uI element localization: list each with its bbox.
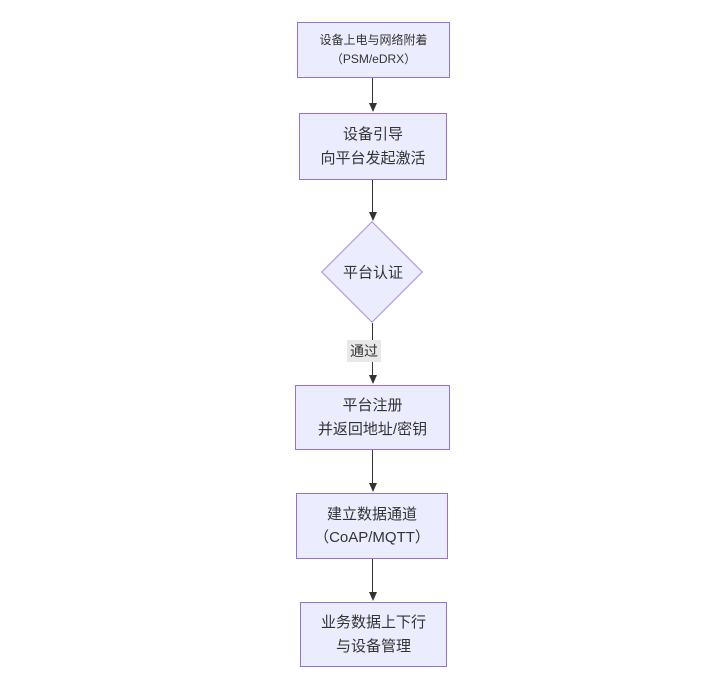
arrow-down xyxy=(368,78,377,112)
node-label-line: 向平台发起激活 xyxy=(320,149,426,167)
node-data-channel: 建立数据通道 （CoAP/MQTT） xyxy=(296,493,448,559)
arrowhead-icon xyxy=(368,375,377,384)
arrow-down xyxy=(368,559,377,601)
node-platform-register: 平台注册 并返回地址/密钥 xyxy=(295,385,450,450)
arrow-down xyxy=(368,180,377,221)
arrowhead-icon xyxy=(368,483,377,492)
arrow-line xyxy=(371,450,374,483)
arrowhead-icon xyxy=(368,103,377,112)
node-label-line: 并返回地址/密钥 xyxy=(317,420,428,438)
node-power-attach: 设备上电与网络附着 （PSM/eDRX） xyxy=(297,22,450,78)
arrow-line xyxy=(371,180,374,212)
node-business-data: 业务数据上下行 与设备管理 xyxy=(300,602,447,667)
node-label-line: 业务数据上下行 xyxy=(320,614,426,632)
arrowhead-icon xyxy=(368,592,377,601)
node-label-line: 建立数据通道 xyxy=(326,505,417,523)
node-label-line: 平台注册 xyxy=(342,397,403,415)
node-label-line: 与设备管理 xyxy=(335,637,411,655)
node-label-line: （CoAP/MQTT） xyxy=(314,529,430,546)
arrow-down xyxy=(368,450,377,492)
arrow-line xyxy=(371,78,374,103)
node-bootstrap: 设备引导 向平台发起激活 xyxy=(299,113,447,180)
decision-label: 平台认证 xyxy=(342,264,404,282)
edge-label-pass: 通过 xyxy=(347,340,381,362)
node-label-line: 设备引导 xyxy=(342,126,403,144)
arrowhead-icon xyxy=(368,212,377,221)
node-label-line: （PSM/eDRX） xyxy=(330,52,417,66)
arrow-line xyxy=(371,559,374,592)
node-label-line: 设备上电与网络附着 xyxy=(319,33,428,48)
